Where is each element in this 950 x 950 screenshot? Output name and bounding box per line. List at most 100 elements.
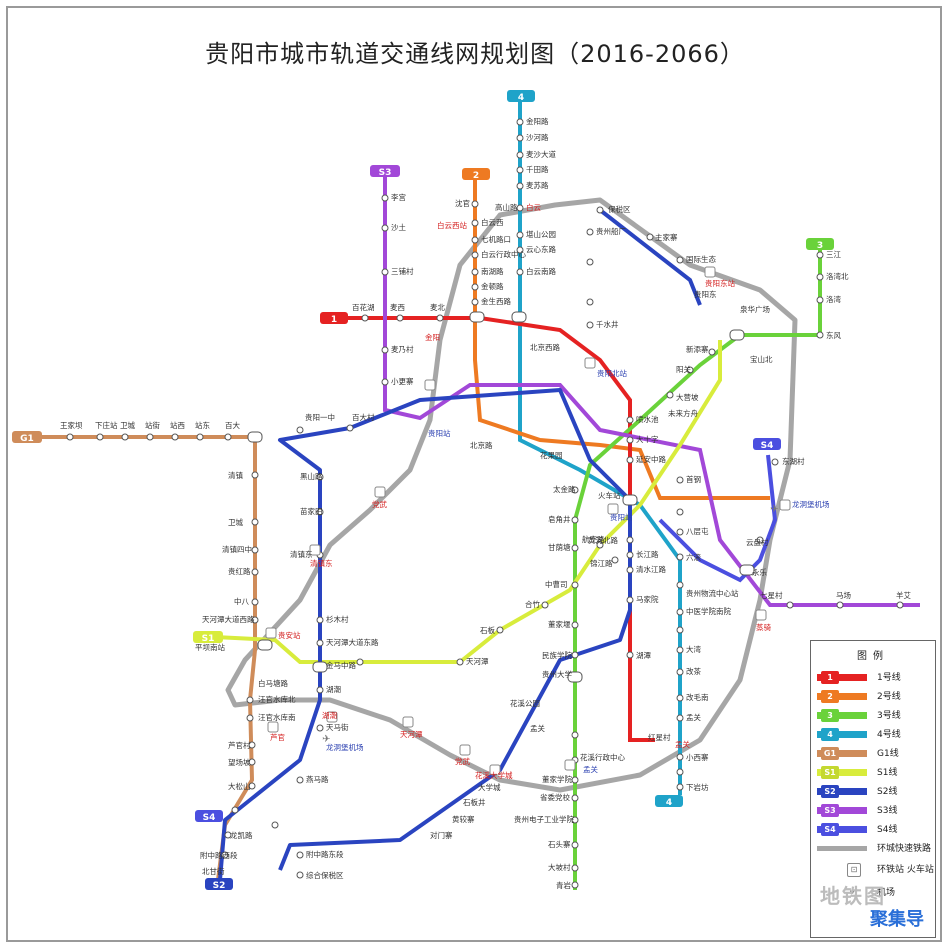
svg-text:泉华广场: 泉华广场 [740, 304, 770, 314]
svg-text:湖潮: 湖潮 [322, 710, 337, 720]
svg-text:1: 1 [331, 315, 337, 325]
svg-text:孟关: 孟关 [583, 764, 598, 774]
badge-s4-east: S4 [753, 438, 781, 451]
legend-item-line3: 3 3号线 [817, 709, 935, 723]
svg-text:贵阳一中: 贵阳一中 [305, 412, 335, 422]
svg-text:贵红路: 贵红路 [228, 566, 251, 576]
svg-text:皂角井: 皂角井 [548, 514, 571, 524]
svg-text:花溪公园: 花溪公园 [510, 698, 540, 708]
svg-text:董家学院: 董家学院 [542, 774, 572, 784]
svg-text:百大村: 百大村 [352, 412, 375, 422]
svg-text:平坝南站: 平坝南站 [195, 642, 225, 652]
svg-text:主家寨: 主家寨 [655, 232, 678, 242]
train-station-icon: ⊡ [847, 863, 861, 877]
svg-text:龙洞堡机场: 龙洞堡机场 [326, 742, 364, 752]
svg-text:贵阳北站: 贵阳北站 [597, 368, 627, 378]
svg-text:贵安站: 贵安站 [278, 630, 301, 640]
svg-text:白云: 白云 [526, 202, 541, 212]
svg-text:金阳路: 金阳路 [526, 116, 549, 126]
badge-s1: S1 [193, 631, 223, 644]
svg-text:燕马路: 燕马路 [306, 774, 329, 784]
svg-text:黄河北路: 黄河北路 [588, 535, 618, 545]
svg-text:贵阳站: 贵阳站 [610, 512, 633, 522]
svg-text:综合保税区: 综合保税区 [306, 870, 344, 880]
watermark-logo: 地铁图 [820, 884, 886, 908]
svg-text:花果园: 花果园 [540, 450, 563, 460]
svg-text:火车站: 火车站 [598, 490, 621, 500]
svg-text:S3: S3 [379, 168, 392, 178]
map-legend: 图例 1 1号线 2 2号线 3 3号线 4 4号线 G1 G1线 S1 S1线… [810, 640, 936, 938]
svg-text:长江路: 长江路 [636, 549, 659, 559]
svg-text:卫城: 卫城 [120, 421, 135, 430]
svg-text:延安中路: 延安中路 [636, 454, 666, 464]
svg-text:羊艾: 羊艾 [896, 590, 911, 600]
svg-text:白云行政中心: 白云行政中心 [481, 249, 526, 259]
legend-item-ring: 环城快速铁路 [817, 842, 935, 856]
svg-text:小更寨: 小更寨 [391, 376, 414, 386]
svg-text:芦官: 芦官 [270, 732, 285, 742]
svg-text:4: 4 [666, 798, 672, 808]
svg-text:金顿路: 金顿路 [481, 281, 504, 291]
svg-text:合竹: 合竹 [525, 599, 540, 609]
svg-text:站街: 站街 [145, 420, 160, 430]
svg-text:站西: 站西 [170, 420, 185, 430]
legend-item-s2: S2 S2线 [817, 785, 935, 799]
svg-text:沙土: 沙土 [391, 222, 406, 232]
svg-text:千田路: 千田路 [526, 164, 549, 174]
svg-text:麦乃村: 麦乃村 [391, 344, 414, 354]
svg-text:汪官水库南: 汪官水库南 [258, 712, 296, 722]
svg-text:白云南路: 白云南路 [526, 266, 556, 276]
svg-text:保税区: 保税区 [608, 204, 631, 214]
svg-text:麦西: 麦西 [390, 302, 405, 312]
svg-text:贵州船厂: 贵州船厂 [596, 226, 626, 236]
svg-text:贵州电子工业学院: 贵州电子工业学院 [514, 814, 574, 824]
svg-text:湖潭: 湖潭 [636, 651, 651, 660]
svg-text:中八: 中八 [234, 596, 249, 606]
svg-text:喷水池: 喷水池 [636, 414, 659, 424]
svg-text:百花湖: 百花湖 [352, 302, 375, 312]
svg-text:高山路: 高山路 [495, 202, 518, 212]
svg-text:七机路口: 七机路口 [481, 234, 511, 244]
legend-item-airport: ✈ 机场 [817, 886, 935, 900]
svg-text:红星村: 红星村 [648, 732, 671, 742]
svg-text:天河潭: 天河潭 [400, 730, 423, 739]
s4-track-upper [598, 208, 702, 306]
svg-text:甘荫塘: 甘荫塘 [548, 542, 571, 552]
s1-track [214, 340, 722, 664]
svg-text:清镇东: 清镇东 [290, 549, 313, 559]
svg-text:党武: 党武 [372, 499, 387, 509]
badge-g1: G1 [12, 431, 42, 444]
svg-text:2: 2 [473, 171, 479, 181]
svg-text:贵州物流中心站: 贵州物流中心站 [686, 588, 739, 598]
svg-text:贵阳东站: 贵阳东站 [705, 278, 735, 288]
legend-item-line1: 1 1号线 [817, 671, 935, 685]
train-station-icon [265, 266, 791, 776]
legend-item-line4: 4 4号线 [817, 728, 935, 742]
svg-text:贵州大学: 贵州大学 [542, 669, 572, 679]
svg-text:石头寨: 石头寨 [548, 839, 571, 849]
ring-railway [225, 197, 798, 793]
svg-text:蒸骑: 蒸骑 [756, 622, 771, 632]
svg-text:天河潭: 天河潭 [466, 657, 489, 666]
svg-text:对门寨: 对门寨 [430, 830, 453, 840]
svg-text:G1: G1 [20, 434, 34, 444]
svg-text:4: 4 [518, 93, 524, 103]
svg-text:清水江路: 清水江路 [636, 564, 666, 574]
badge-s3: S3 [370, 165, 400, 178]
svg-text:东湖村: 东湖村 [782, 456, 805, 466]
svg-text:贵阳站: 贵阳站 [428, 428, 451, 438]
svg-text:三江: 三江 [826, 250, 841, 259]
svg-text:孟关: 孟关 [675, 739, 690, 749]
svg-text:附中路西段: 附中路西段 [200, 850, 238, 860]
svg-text:金阳: 金阳 [425, 332, 440, 342]
svg-text:芦官村: 芦官村 [228, 740, 251, 750]
svg-text:锦江路: 锦江路 [590, 558, 613, 568]
svg-text:洛湾: 洛湾 [826, 294, 841, 304]
svg-text:王家坝: 王家坝 [60, 420, 83, 430]
svg-text:云心东路: 云心东路 [526, 244, 556, 254]
svg-text:3: 3 [817, 241, 823, 251]
svg-text:S4: S4 [203, 813, 216, 823]
svg-text:✈: ✈ [770, 504, 778, 515]
svg-text:宝山北: 宝山北 [750, 354, 773, 364]
badge-line2: 2 [462, 168, 490, 181]
